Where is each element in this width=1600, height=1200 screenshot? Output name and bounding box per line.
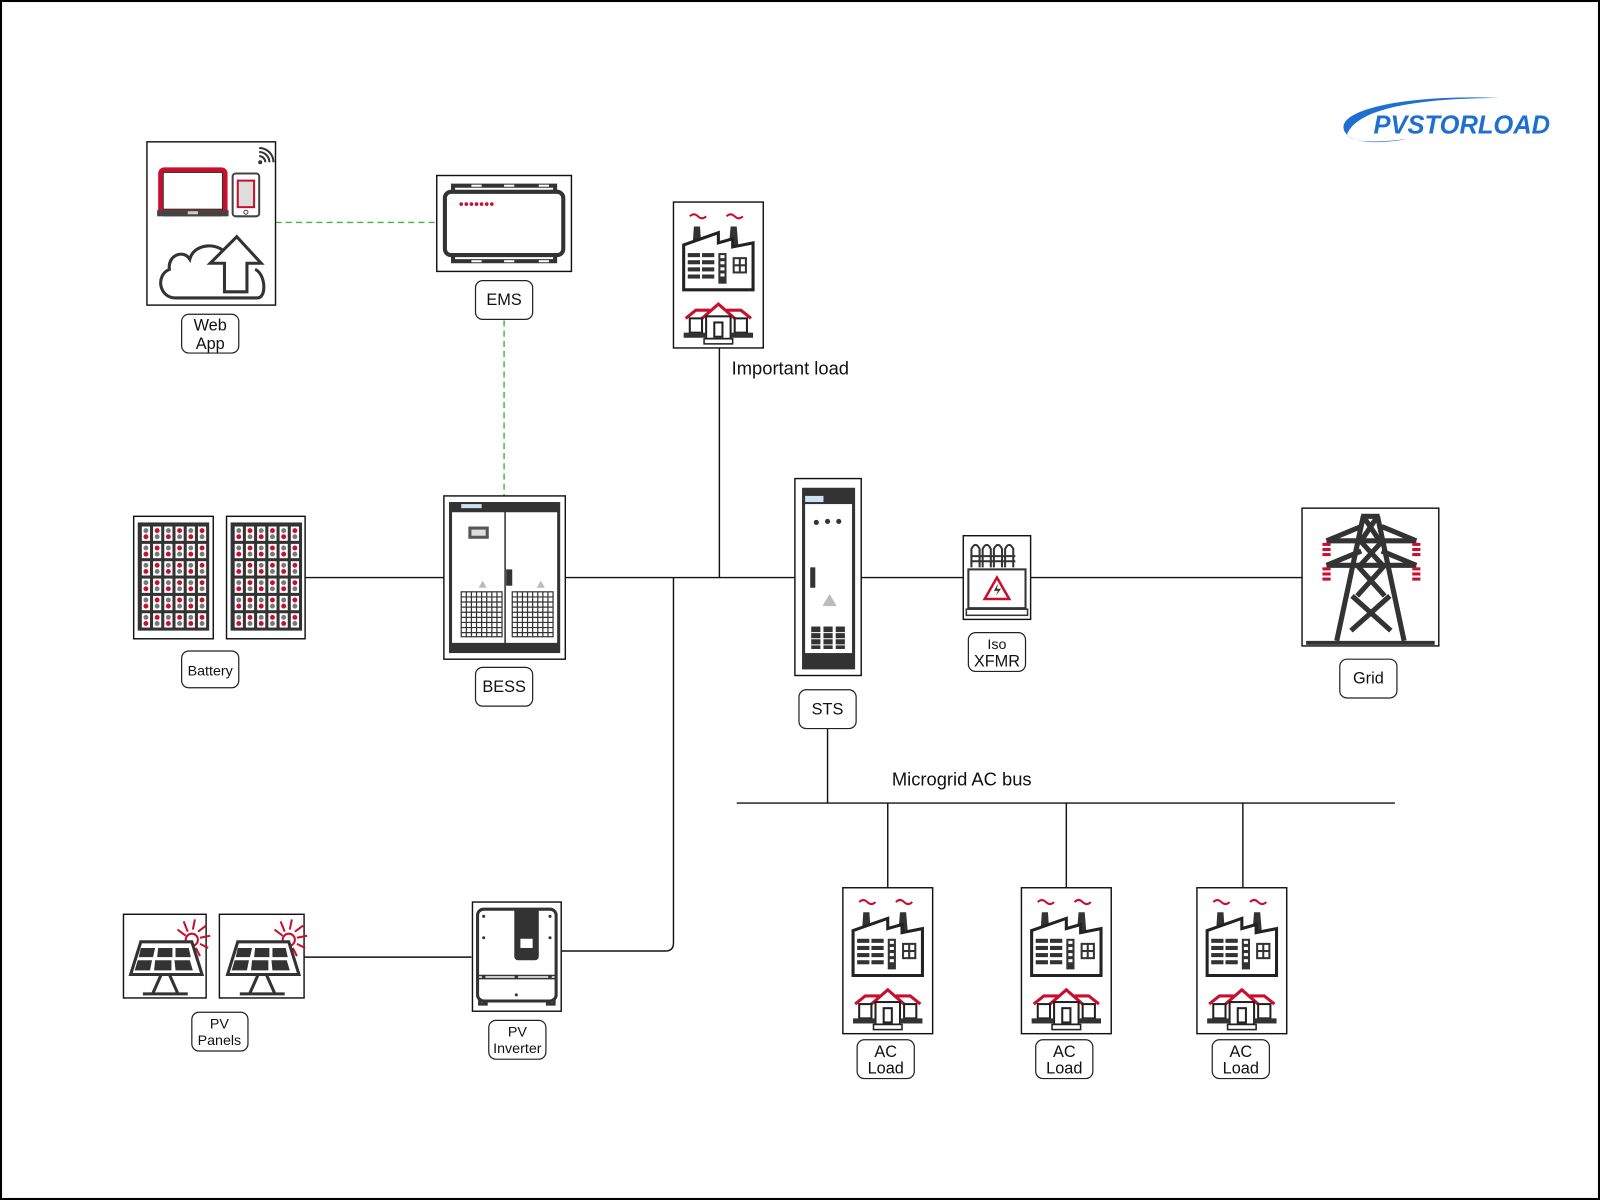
webapp-node[interactable] xyxy=(146,141,277,306)
transmission-tower-icon xyxy=(1306,513,1435,645)
inverter-icon xyxy=(476,907,558,1006)
wires xyxy=(275,221,1395,958)
important-load-node[interactable] xyxy=(672,201,764,349)
iso-xfmr-label: Iso XFMR xyxy=(967,632,1027,673)
ems-label-text: EMS xyxy=(486,291,521,309)
ac-load-label-line2: Load xyxy=(1046,1059,1082,1077)
transformer-icon xyxy=(965,543,1029,617)
insulator-icon xyxy=(1322,542,1421,581)
grid-node[interactable] xyxy=(1301,507,1440,647)
ac-load-label-line1: AC xyxy=(874,1043,897,1061)
bess-label-text: BESS xyxy=(482,678,526,696)
battery-label-text: Battery xyxy=(188,664,234,680)
sts-label-text: STS xyxy=(812,700,844,718)
pv-inverter-label: PV Inverter xyxy=(488,1019,547,1060)
sts-node[interactable] xyxy=(794,477,862,677)
ac-load-node[interactable] xyxy=(1020,887,1112,1035)
pv-panels-label-line2: Panels xyxy=(198,1033,242,1049)
important-load-caption: Important load xyxy=(732,357,849,378)
ac-load-label: AC Load xyxy=(1211,1039,1270,1080)
brand-logo: PVSTORLOAD xyxy=(1343,97,1550,143)
pv-panels-label-line1: PV xyxy=(210,1017,230,1033)
wifi-icon xyxy=(258,146,275,165)
ac-load-node[interactable] xyxy=(842,887,934,1035)
webapp-label: Web App xyxy=(181,313,240,354)
tablet-icon xyxy=(157,167,229,217)
ems-node[interactable] xyxy=(436,174,573,273)
ac-load-label: AC Load xyxy=(856,1039,915,1080)
sts-cabinet-icon xyxy=(802,487,856,670)
microgrid-bus-caption: Microgrid AC bus xyxy=(892,769,1032,790)
pv-panels-node[interactable] xyxy=(122,913,309,999)
grid-label: Grid xyxy=(1339,658,1398,699)
logo-text: PVSTORLOAD xyxy=(1373,112,1550,140)
battery-rack-icon xyxy=(136,522,212,634)
bess-node[interactable] xyxy=(443,495,567,660)
logo-swoosh xyxy=(1343,97,1500,135)
ems-label: EMS xyxy=(474,280,534,320)
battery-label: Battery xyxy=(181,650,240,689)
ac-load-label: AC Load xyxy=(1035,1039,1094,1080)
iso-xfmr-label-line2: XFMR xyxy=(974,652,1020,670)
grid-label-text: Grid xyxy=(1353,670,1384,688)
battery-rack-icon xyxy=(229,522,305,634)
webapp-label-line2: App xyxy=(196,335,225,353)
phone-icon xyxy=(231,172,261,218)
ac-load-label-line2: Load xyxy=(1223,1059,1259,1077)
ems-status-leds xyxy=(459,202,494,206)
iso-xfmr-label-line1: Iso xyxy=(987,637,1006,653)
pv-inverter-node[interactable] xyxy=(471,901,562,1012)
pv-inverter-label-line2: Inverter xyxy=(493,1041,542,1057)
ac-load-label-line1: AC xyxy=(1229,1043,1252,1061)
wire-pv-inverter xyxy=(561,577,675,952)
ac-load-node[interactable] xyxy=(1196,887,1288,1035)
pv-panels-label: PV Panels xyxy=(191,1011,249,1052)
cloud-upload-icon xyxy=(159,234,266,300)
iso-xfmr-node[interactable] xyxy=(962,535,1032,621)
bess-label: BESS xyxy=(474,666,534,707)
ems-controller-icon xyxy=(442,183,566,264)
ac-load-label-line2: Load xyxy=(868,1059,904,1077)
ac-load-label-line1: AC xyxy=(1053,1043,1076,1061)
webapp-label-line1: Web xyxy=(194,317,227,335)
bess-cabinet-icon xyxy=(448,502,561,654)
sts-label: STS xyxy=(798,689,857,730)
battery-node[interactable] xyxy=(132,515,306,640)
pv-inverter-label-line1: PV xyxy=(508,1025,528,1041)
